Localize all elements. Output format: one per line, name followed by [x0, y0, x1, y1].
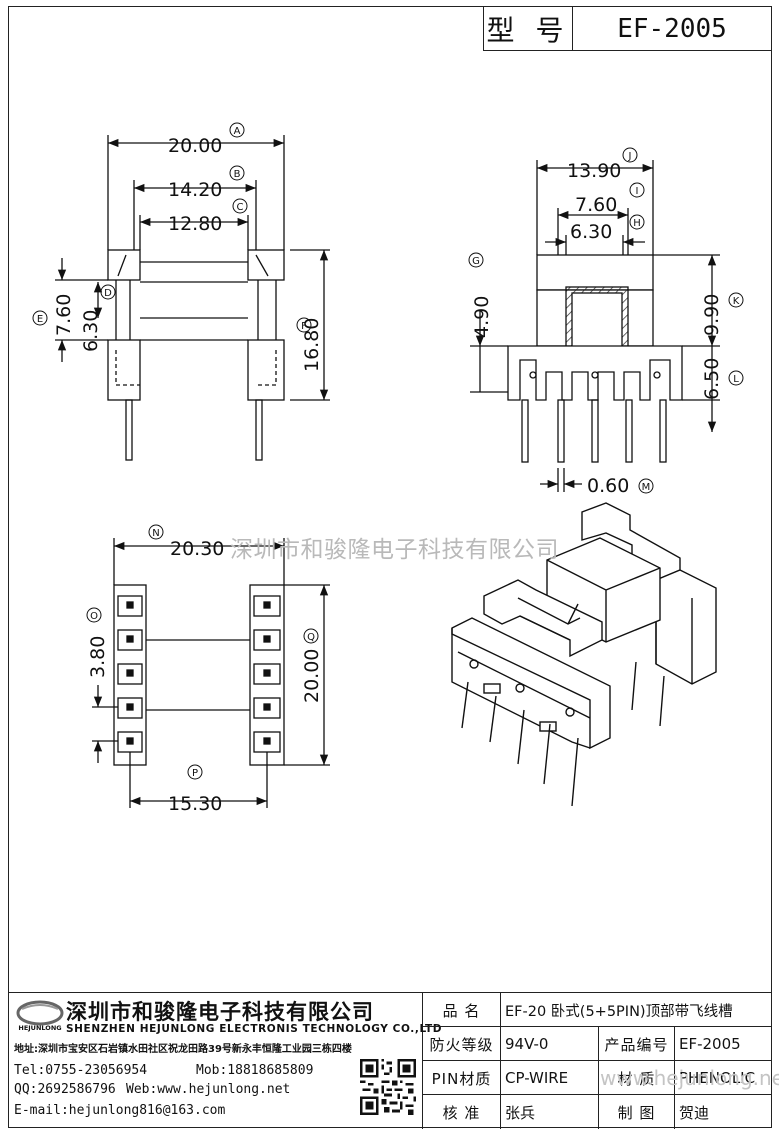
svg-text:N: N — [152, 528, 159, 539]
svg-text:B: B — [234, 169, 241, 180]
dim-M-value: 0.60 — [587, 475, 629, 497]
dim-I-value: 7.60 — [575, 194, 617, 216]
company-web: Web:www.hejunlong.net — [126, 1082, 291, 1097]
spec-row-pin: PIN材质 CP-WIRE 材 质 PHENOLIC — [423, 1061, 772, 1095]
label-J: J — [622, 147, 638, 163]
front-view — [55, 135, 330, 461]
label-E: E — [32, 310, 48, 326]
label-M: M — [638, 478, 654, 494]
drawing-frame — [8, 6, 772, 1128]
dim-Q-value: 20.00 — [301, 649, 323, 703]
dim-D-value: 6.30 — [80, 310, 102, 352]
side-view — [470, 160, 720, 492]
company-tel: Tel:0755-23056954 — [14, 1063, 148, 1078]
model-label: 型 号 — [484, 7, 573, 50]
label-P: P — [187, 764, 203, 780]
label-K: K — [728, 292, 744, 308]
dim-E-value: 7.60 — [53, 294, 75, 336]
qr-code — [360, 1059, 416, 1115]
spec-row-check: 核 准 张兵 制 图 贺迪 — [423, 1095, 772, 1129]
spec-row-name: 品 名 EF-20 卧式(5+5PIN)顶部带飞线槽 — [423, 993, 772, 1027]
svg-text:M: M — [642, 482, 651, 493]
company-qq: QQ:2692586796 — [14, 1082, 116, 1097]
isometric-view — [451, 502, 717, 807]
spec-fire-label: 防火等级 — [423, 1027, 501, 1061]
dim-G-value: 4.90 — [471, 296, 493, 338]
model-box: 型 号 EF-2005 — [483, 7, 771, 51]
dim-A-value: 20.00 — [168, 135, 222, 157]
label-N: N — [148, 524, 164, 540]
svg-text:Q: Q — [307, 632, 315, 643]
spec-fire-value: 94V-0 — [501, 1027, 599, 1061]
label-A: A — [229, 122, 245, 138]
dim-L-value: 6.50 — [701, 358, 723, 400]
label-C: C — [232, 198, 248, 214]
dim-B-value: 14.20 — [168, 179, 222, 201]
svg-text:I: I — [636, 186, 639, 197]
svg-text:C: C — [237, 202, 244, 213]
svg-text:A: A — [234, 126, 241, 137]
title-block: HEJUNLONG 深圳市和骏隆电子科技有限公司 SHENZHEN HEJUNL… — [8, 992, 772, 1129]
company-address: 地址:深圳市宝安区石岩镇水田社区祝龙田路39号新永丰恒隆工业园三栋四楼 — [14, 1044, 352, 1055]
model-number: EF-2005 — [617, 13, 727, 44]
spec-check-value: 张兵 — [501, 1095, 599, 1129]
svg-text:K: K — [733, 296, 740, 307]
company-mob: Mob:18818685809 — [196, 1063, 314, 1078]
dim-J-value: 13.90 — [567, 160, 621, 182]
spec-name-label: 品 名 — [423, 993, 501, 1027]
bottom-view — [92, 538, 330, 808]
label-Q: Q — [303, 628, 319, 644]
company-info: HEJUNLONG 深圳市和骏隆电子科技有限公司 SHENZHEN HEJUNL… — [8, 993, 441, 1129]
svg-text:H: H — [633, 218, 641, 229]
label-F: F — [296, 317, 312, 333]
svg-text:J: J — [628, 151, 632, 162]
label-H: H — [629, 214, 645, 230]
label-D: D — [100, 284, 116, 300]
dim-O-value: 3.80 — [87, 636, 109, 678]
spec-pin-label: PIN材质 — [423, 1061, 501, 1095]
svg-text:F: F — [301, 321, 307, 332]
spec-table: 品 名 EF-20 卧式(5+5PIN)顶部带飞线槽 防火等级 94V-0 产品… — [423, 993, 772, 1129]
spec-name-value: EF-20 卧式(5+5PIN)顶部带飞线槽 — [505, 1003, 733, 1020]
label-B: B — [229, 165, 245, 181]
company-logo: HEJUNLONG — [16, 1000, 64, 1032]
svg-text:D: D — [104, 288, 112, 299]
watermark-url: www.hejunlong.net — [600, 1066, 779, 1090]
company-email: E-mail:hejunlong816@163.com — [14, 1103, 226, 1118]
svg-text:O: O — [90, 611, 98, 622]
spec-draw-label: 制 图 — [599, 1095, 675, 1129]
svg-text:P: P — [192, 768, 198, 779]
label-I: I — [629, 182, 645, 198]
watermark-text: 深圳市和骏隆电子科技有限公司 — [230, 537, 559, 563]
spec-code-value: EF-2005 — [679, 1035, 741, 1053]
svg-text:HEJUNLONG: HEJUNLONG — [18, 1024, 61, 1032]
spec-row-fire: 防火等级 94V-0 产品编号 EF-2005 — [423, 1027, 772, 1061]
spec-material-value: PHENOLIC — [679, 1069, 756, 1087]
dim-N-value: 20.30 — [170, 538, 224, 560]
label-O: O — [86, 607, 102, 623]
dim-C-value: 12.80 — [168, 213, 222, 235]
spec-pin-value: CP-WIRE — [501, 1061, 599, 1095]
spec-check-label: 核 准 — [423, 1095, 501, 1129]
dim-H-value: 6.30 — [570, 221, 612, 243]
dim-P-value: 15.30 — [168, 793, 222, 815]
label-L: L — [728, 370, 744, 386]
svg-text:G: G — [472, 256, 480, 267]
company-name-cn: 深圳市和骏隆电子科技有限公司 — [66, 1000, 374, 1024]
spec-code-label: 产品编号 — [599, 1027, 675, 1061]
company-name-en: SHENZHEN HEJUNLONG ELECTRONIS TECHNOLOGY… — [66, 1023, 443, 1035]
dim-K-value: 9.90 — [701, 294, 723, 336]
spec-material-label: 材 质 — [599, 1061, 675, 1095]
svg-text:L: L — [733, 374, 739, 385]
spec-draw-value: 贺迪 — [679, 1103, 710, 1122]
svg-text:E: E — [37, 314, 43, 325]
label-G: G — [468, 252, 484, 268]
